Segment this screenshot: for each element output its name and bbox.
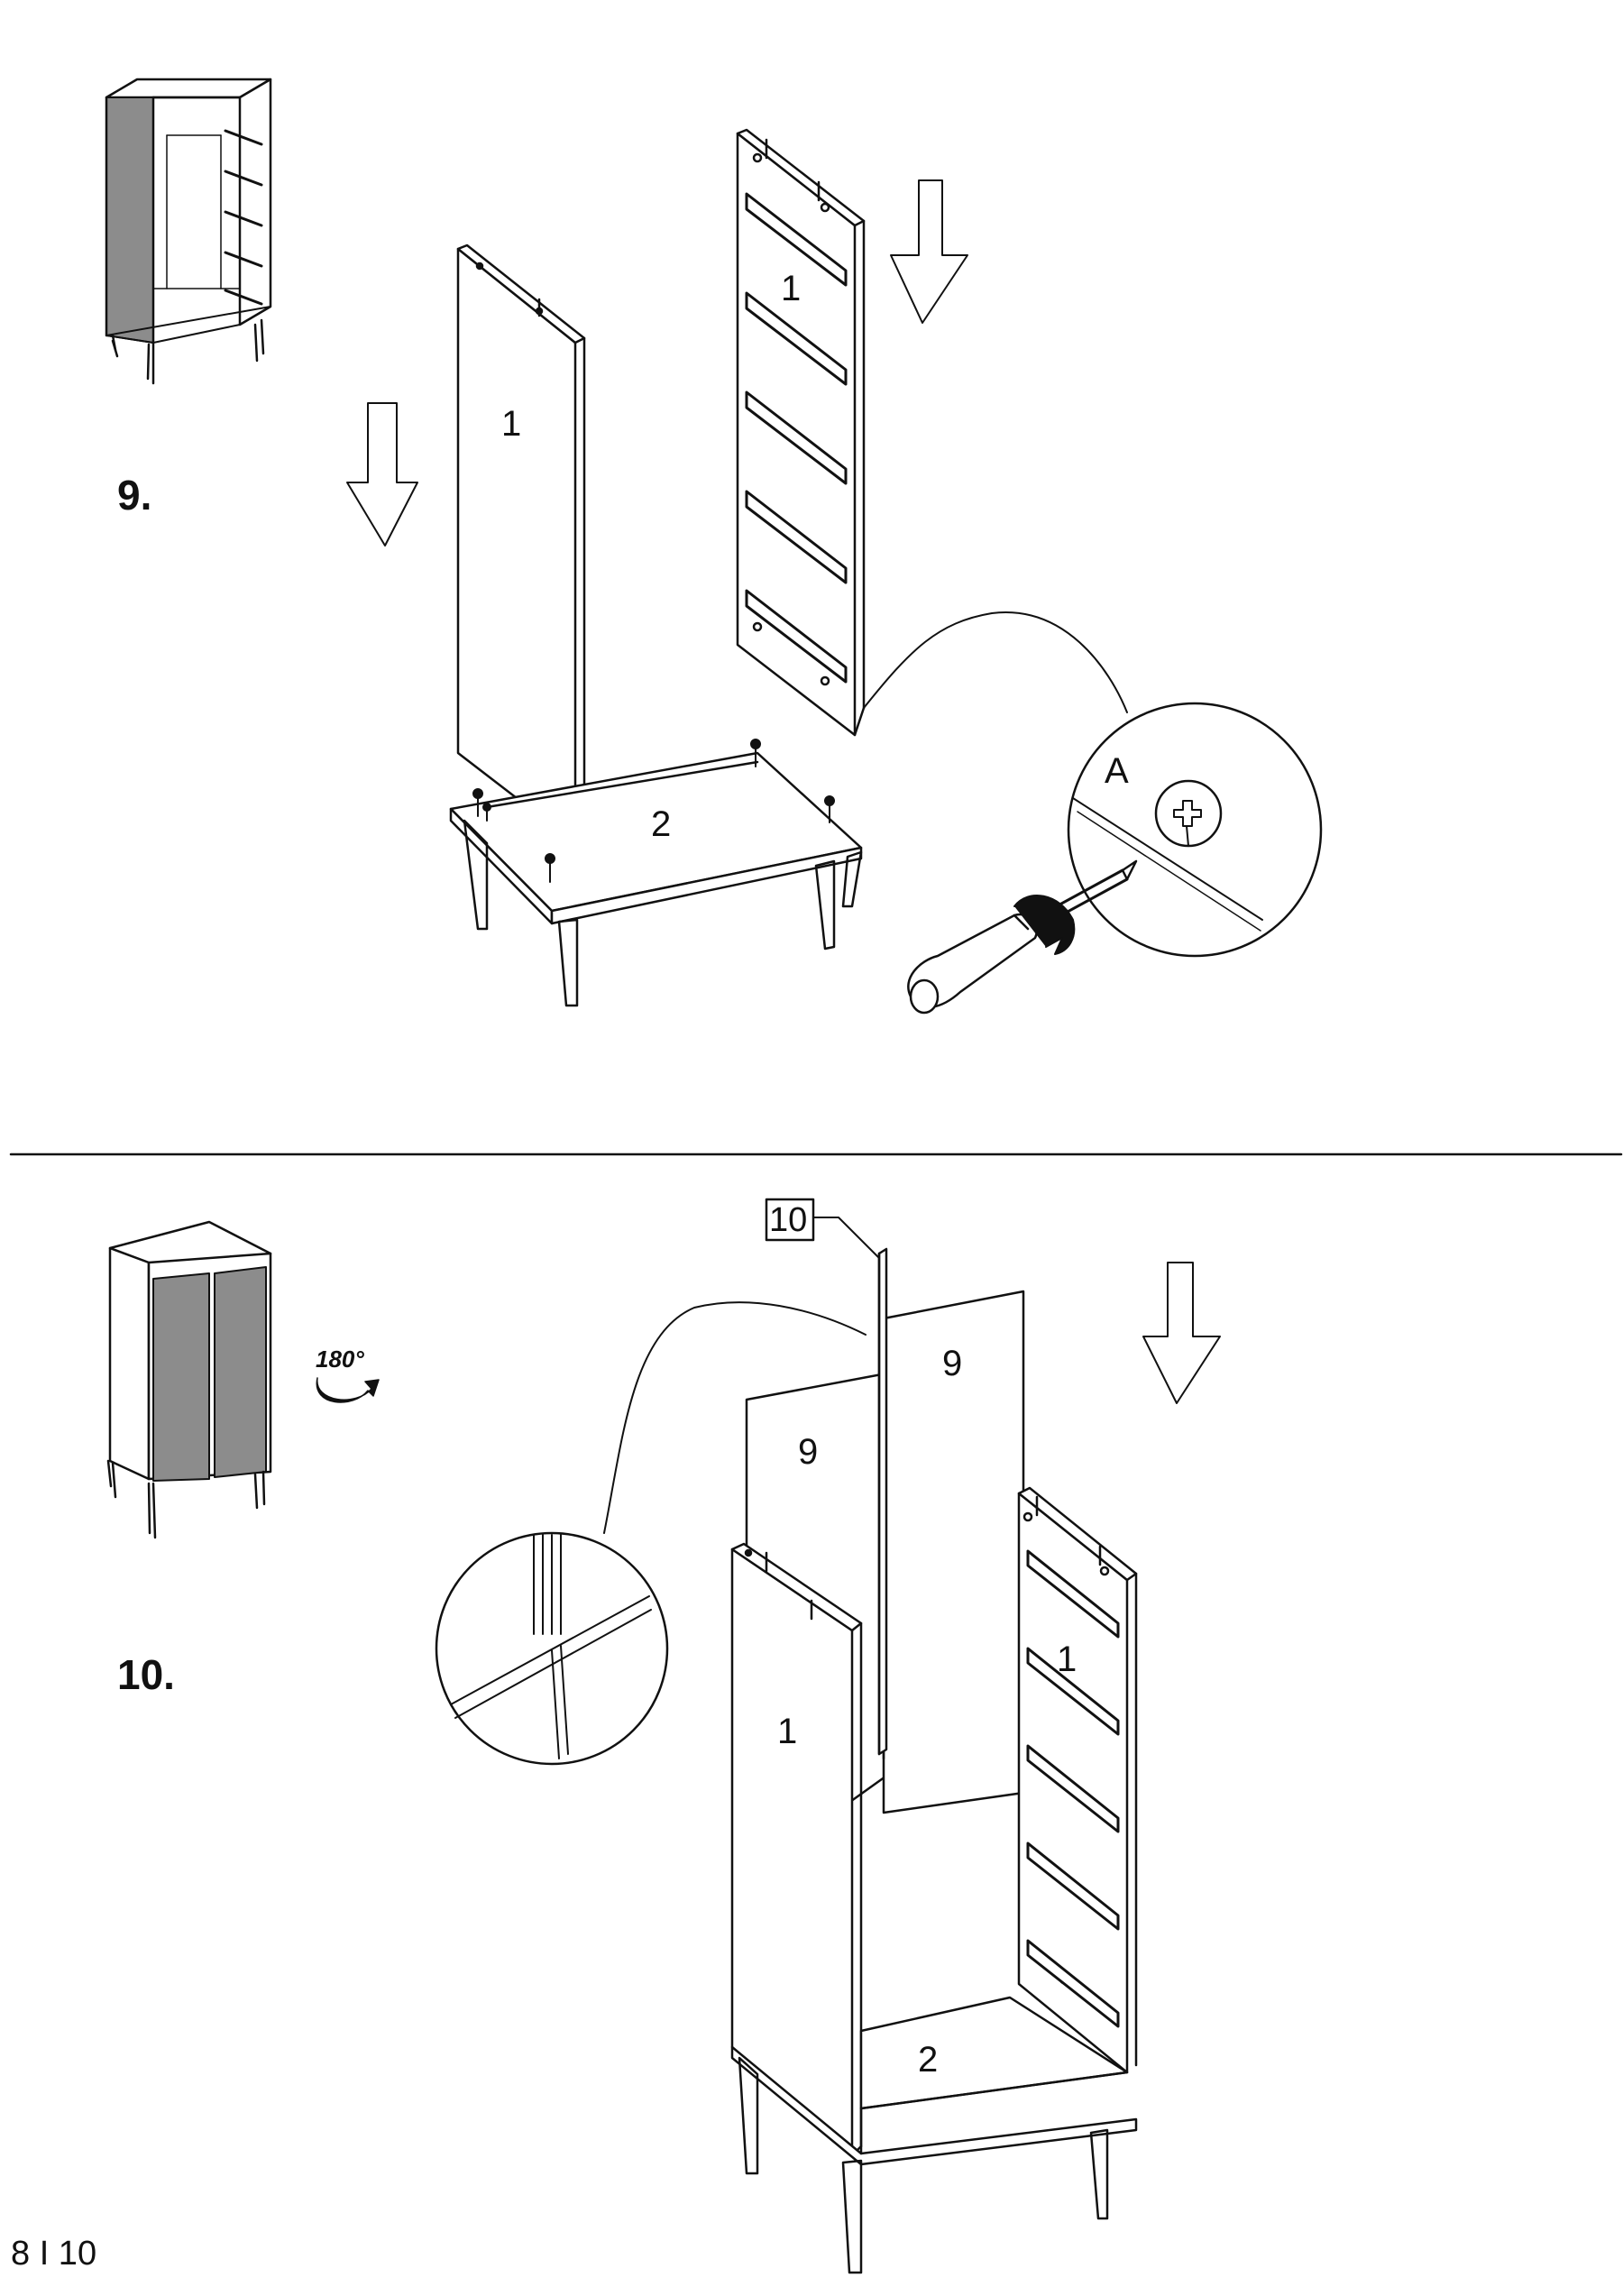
screwdriver-icon: [907, 859, 1138, 1015]
step10-side-panel-right-with-runners: [1017, 1486, 1138, 2074]
step9-thumbnail-cabinet: [105, 78, 272, 385]
step9-down-arrow-left: [346, 402, 418, 546]
step10-base-label: 2: [918, 2040, 939, 2080]
step9-panel-right-label: 1: [781, 269, 802, 308]
step10-side-right-label: 1: [1057, 1639, 1077, 1679]
step9-detail-circle-a: [1067, 702, 1323, 958]
step10-side-left-label: 1: [777, 1712, 798, 1751]
step10-detail-circle: [435, 1531, 669, 1766]
step10-down-arrow: [1142, 1262, 1221, 1404]
rotation-arrow-icon: [1013, 895, 1076, 955]
step10-back-left-label: 9: [798, 1432, 819, 1472]
step10-base-with-legs: [730, 1996, 1138, 2274]
step10-back-right-label: 9: [942, 1344, 963, 1383]
part-ref-box: [765, 1198, 815, 1242]
page-number: 8 I 10: [11, 2235, 97, 2273]
part-ref-number: 10: [769, 1201, 808, 1239]
step9-side-panel-right-with-runners: [736, 128, 866, 737]
step10-number: 10.: [117, 1651, 175, 1698]
step10-detail-leader-line: [603, 1301, 867, 1534]
step9-detail-label: A: [1105, 751, 1129, 791]
step9-panel-left-label: 1: [501, 404, 522, 444]
step9-number: 9.: [117, 472, 152, 519]
step9-down-arrow-right: [890, 179, 968, 324]
step10-thumbnail-cabinet: [106, 1220, 272, 1539]
step9-side-panel-left: [456, 243, 586, 845]
part-ref-leader: [812, 1217, 880, 1259]
rotate-180-label: 180°: [316, 1345, 364, 1373]
step9-detail-leader-line: [863, 611, 1128, 713]
step9-base-label: 2: [651, 804, 672, 844]
step9-base-with-legs: [449, 739, 863, 1007]
rotate-180-arrow-icon: [316, 1377, 380, 1403]
step10-center-strip: [877, 1247, 888, 1756]
